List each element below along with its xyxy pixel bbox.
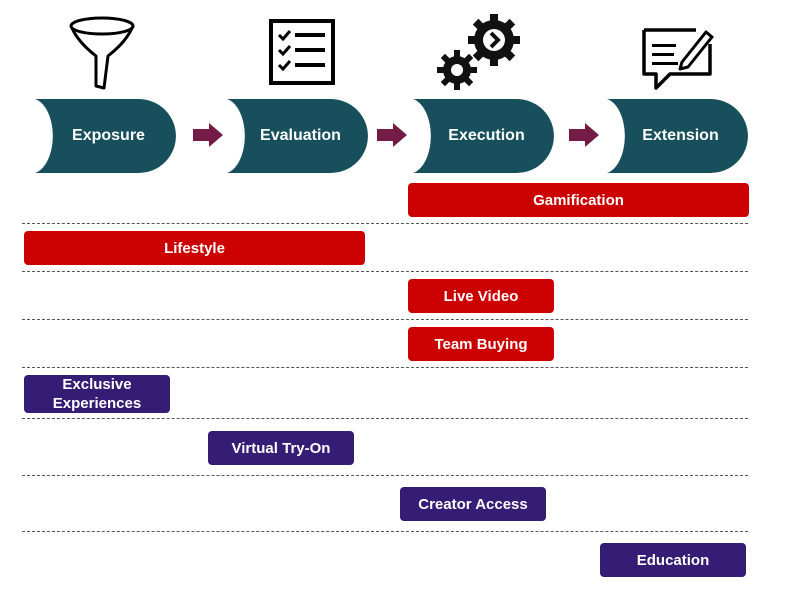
feedback-icon [642, 28, 714, 90]
bar-label: Team Buying [434, 335, 528, 353]
row-divider [22, 271, 748, 272]
row-divider [22, 223, 748, 224]
bar-education: Education [600, 543, 746, 577]
stage-label: Exposure [72, 127, 145, 144]
checklist-icon [269, 19, 335, 85]
stage-extension: Extension [603, 99, 748, 173]
bar-lifestyle: Lifestyle [24, 231, 365, 265]
stage-exposure: Exposure [31, 99, 176, 173]
gears-icon [437, 14, 520, 90]
row-divider [22, 319, 748, 320]
row-divider [22, 367, 748, 368]
stage-label: Execution [448, 127, 525, 144]
stage-label: Evaluation [260, 127, 341, 144]
bar-label: Exclusive Experiences [52, 376, 142, 412]
bar-creator-access: Creator Access [400, 487, 546, 521]
right-arrow-icon [377, 123, 407, 147]
bar-label: Live Video [443, 287, 519, 305]
bar-gamification: Gamification [408, 183, 749, 217]
bar-live-video: Live Video [408, 279, 554, 313]
bar-label: Lifestyle [164, 239, 225, 257]
stage-execution: Execution [409, 99, 554, 173]
bar-exclusive-experiences: Exclusive Experiences [24, 375, 170, 413]
bar-label: Creator Access [418, 495, 528, 513]
bar-label: Education [636, 551, 710, 569]
row-divider [22, 531, 748, 532]
right-arrow-icon [193, 123, 223, 147]
row-divider [22, 418, 748, 419]
bar-label: Virtual Try-On [231, 439, 331, 457]
stage-label: Extension [642, 127, 719, 144]
bar-label: Gamification [533, 191, 624, 209]
stage-evaluation: Evaluation [223, 99, 368, 173]
right-arrow-icon [569, 123, 599, 147]
funnel-icon [69, 16, 135, 90]
bar-virtual-try-on: Virtual Try-On [208, 431, 354, 465]
row-divider [22, 475, 748, 476]
bar-team-buying: Team Buying [408, 327, 554, 361]
